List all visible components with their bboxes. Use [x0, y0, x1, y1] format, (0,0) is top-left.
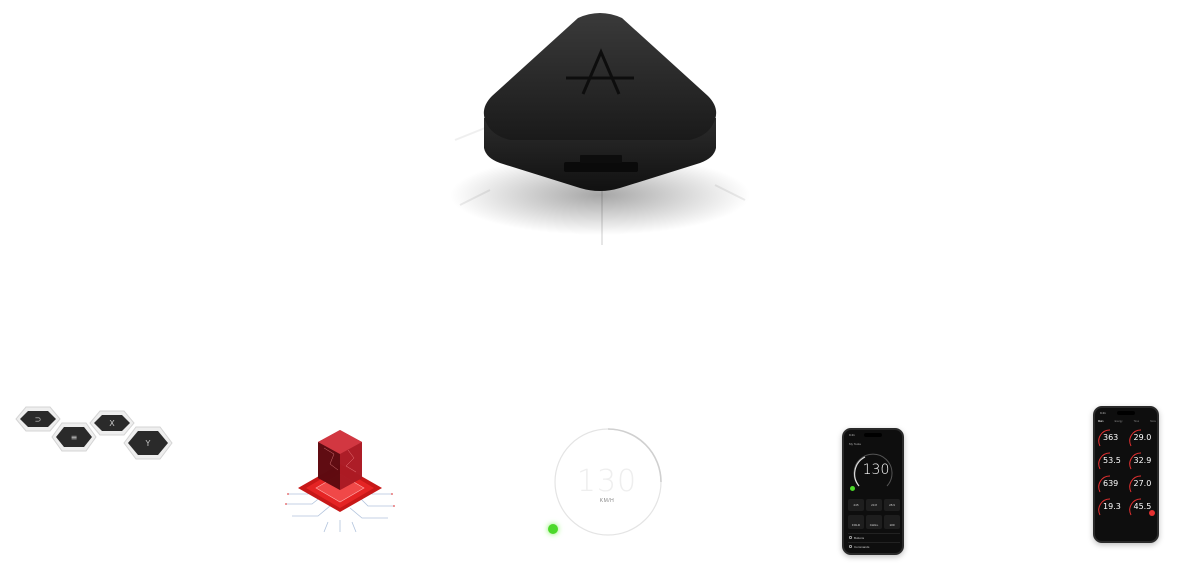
- steering-buttons-icon: ⊃ ≡ X Y: [15, 406, 173, 460]
- metric-cell[interactable]: 32.9: [1128, 451, 1157, 471]
- metric-cell[interactable]: 53.5: [1098, 451, 1126, 471]
- metric-arc-icon: [1128, 429, 1141, 447]
- tab-main[interactable]: Main: [1098, 420, 1104, 423]
- speed-gauge-feature: 130 KM/H: [548, 426, 666, 538]
- hero-device: [0, 0, 1200, 260]
- stat-tile[interactable]: 245: [848, 499, 864, 511]
- metric-value: 53.5: [1103, 456, 1121, 465]
- mode-tiles: FOLD CHILL 100: [848, 515, 900, 529]
- status-dot-icon: [850, 486, 855, 491]
- steering-buttons-feature: ⊃ ≡ X Y: [14, 405, 186, 475]
- gauge-speed-unit: KM/H: [599, 498, 615, 504]
- tab-tires[interactable]: Tires: [1133, 420, 1140, 423]
- menu-row-label: Buttons: [854, 536, 865, 540]
- speed-arc-icon: [853, 453, 893, 487]
- metric-cell[interactable]: 639: [1098, 474, 1126, 494]
- metric-value: 639: [1103, 479, 1119, 488]
- metrics-grid: 363 29.0 53.5 32.9 639 27.0 19.3 45.5: [1098, 428, 1156, 517]
- metric-value: 45.5: [1133, 502, 1152, 511]
- gauge-ring-icon: [554, 428, 662, 536]
- phone-dashboard-a: 9:41 My Tesla 130 245 23.8 28.9 FOLD CHI…: [842, 428, 904, 555]
- phone-time: 9:41: [849, 433, 855, 437]
- metric-value: 32.9: [1133, 456, 1152, 465]
- tab-energy[interactable]: Energy: [1114, 420, 1123, 423]
- metric-value: 27.0: [1133, 479, 1152, 488]
- mode-tile[interactable]: 100: [884, 515, 900, 529]
- key-label: ⊃: [35, 415, 42, 424]
- metric-cell[interactable]: 19.3: [1098, 497, 1126, 517]
- a-logo-icon: [566, 48, 634, 95]
- metric-cell[interactable]: 363: [1098, 428, 1126, 448]
- metric-value: 19.3: [1103, 502, 1121, 511]
- metric-arc-icon: [1128, 498, 1141, 516]
- metric-arc-icon: [1098, 498, 1111, 516]
- phone-tabs: Main Energy Tires More: [1098, 420, 1156, 423]
- metric-value: 29.0: [1133, 433, 1152, 442]
- buttons-icon: [849, 536, 852, 539]
- menu-row-label: Commands: [854, 545, 870, 549]
- status-dot-icon: [548, 524, 558, 534]
- phone-notch: [1117, 411, 1135, 415]
- metric-arc-icon: [1128, 475, 1141, 493]
- processor-chip-feature: [278, 424, 402, 536]
- metric-arc-icon: [1098, 452, 1111, 470]
- metric-value: 363: [1103, 433, 1119, 442]
- phone-dashboard-b: 9:41 Main Energy Tires More 363 29.0 53.…: [1093, 406, 1159, 543]
- key-label: Y: [145, 439, 151, 448]
- metric-cell[interactable]: 29.0: [1128, 428, 1157, 448]
- hexagonal-controller-device-icon: [450, 13, 750, 245]
- metric-arc-icon: [1098, 429, 1111, 447]
- phone-notch: [864, 433, 882, 437]
- key-label: ≡: [71, 433, 78, 442]
- phone-title: My Tesla: [849, 442, 861, 446]
- menu-row-buttons[interactable]: Buttons: [848, 533, 900, 542]
- commands-icon: [849, 545, 852, 548]
- metric-cell[interactable]: 27.0: [1128, 474, 1157, 494]
- tab-more[interactable]: More: [1150, 420, 1156, 423]
- alert-dot-icon: [1149, 510, 1155, 516]
- metric-arc-icon: [1098, 475, 1111, 493]
- phone-speed-value: 130: [862, 462, 890, 478]
- menu-row-commands[interactable]: Commands: [848, 542, 900, 551]
- stat-tile[interactable]: 23.8: [866, 499, 882, 511]
- metric-arc-icon: [1128, 452, 1141, 470]
- stat-tiles: 245 23.8 28.9: [848, 499, 900, 511]
- mode-tile[interactable]: FOLD: [848, 515, 864, 529]
- processor-chip-icon: [285, 430, 395, 533]
- gauge-speed-value: 130: [576, 464, 638, 499]
- phone-time: 9:41: [1100, 411, 1106, 415]
- stat-tile[interactable]: 28.9: [884, 499, 900, 511]
- key-label: X: [109, 419, 115, 428]
- mode-tile[interactable]: CHILL: [866, 515, 882, 529]
- metric-cell[interactable]: 45.5: [1128, 497, 1157, 517]
